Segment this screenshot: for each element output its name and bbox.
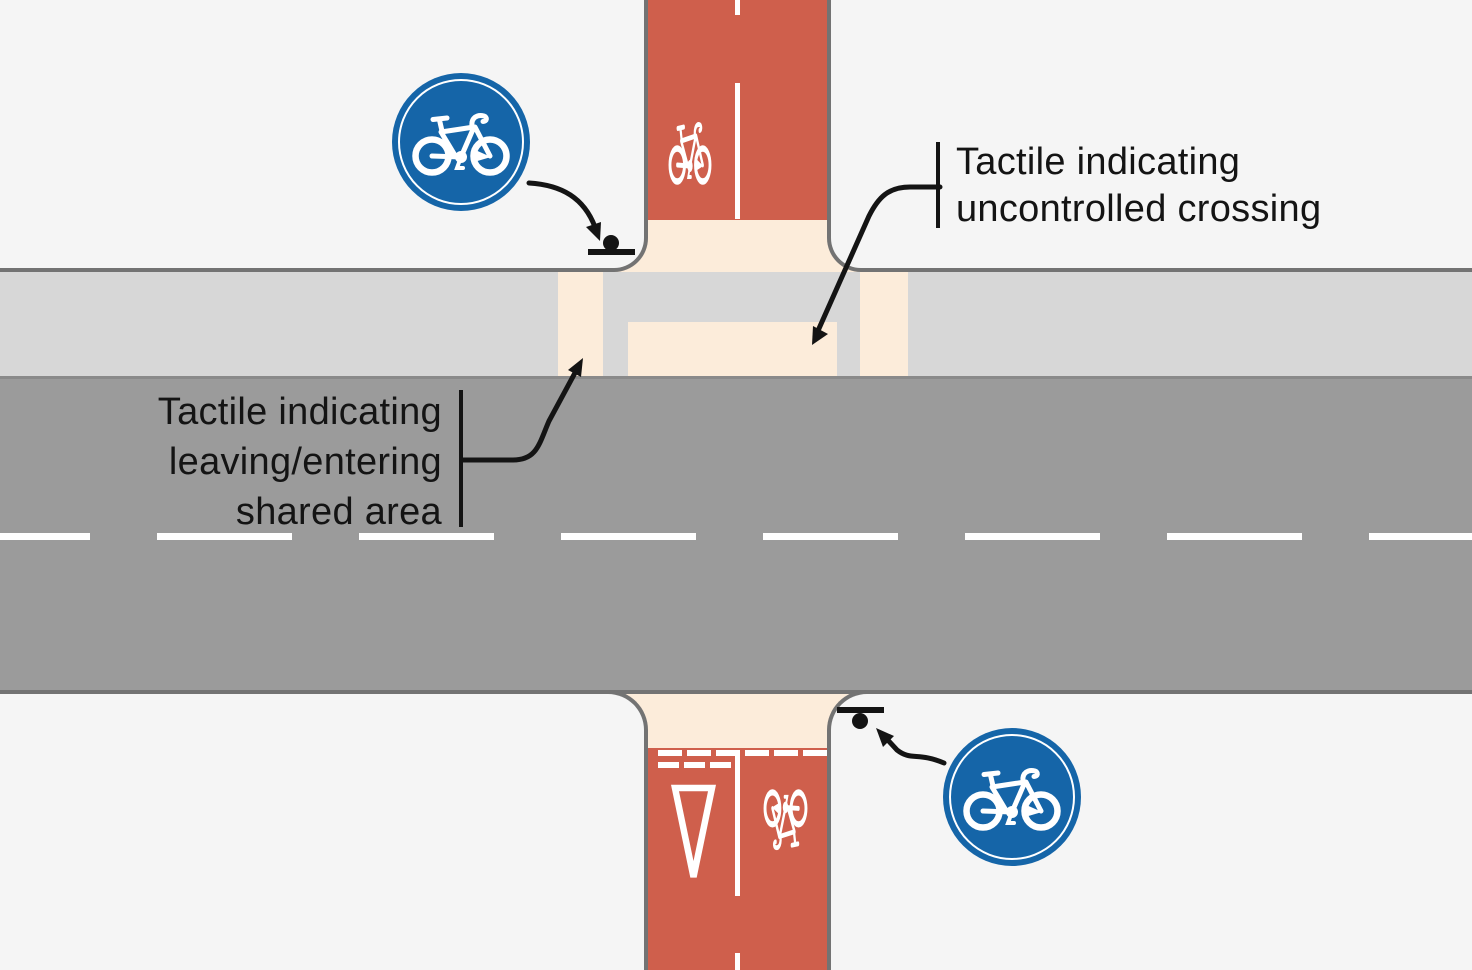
label-line: Tactile indicating bbox=[157, 391, 442, 433]
road-bottom-kerb-line bbox=[0, 690, 1472, 694]
give-way-triangle-icon bbox=[671, 784, 716, 878]
lane-divider-dash bbox=[735, 756, 740, 896]
lane-divider-dash bbox=[735, 0, 740, 15]
lane-divider-dash bbox=[735, 953, 740, 970]
verge-bottom-left bbox=[0, 690, 648, 970]
verge-bottom-right bbox=[827, 690, 1472, 970]
label-uncontrolled-crossing: Tactile indicating uncontrolled crossing bbox=[956, 139, 1321, 233]
cycle-path-bottom bbox=[648, 748, 827, 970]
label-line: Tactile indicating bbox=[956, 141, 1241, 183]
road-center-dashed-line bbox=[0, 533, 1472, 540]
leader-bar bbox=[459, 390, 463, 527]
road-top-edge-line bbox=[0, 376, 1472, 379]
leader-bar bbox=[936, 142, 940, 228]
label-line: shared area bbox=[235, 491, 442, 533]
tactile-strip-left bbox=[558, 272, 603, 378]
cycle-lane-sign-top bbox=[392, 73, 530, 211]
verge-top-left bbox=[0, 0, 648, 272]
tactile-strip-right bbox=[860, 272, 908, 378]
bicycle-marking-rotated-icon bbox=[763, 789, 808, 853]
cycle-lane-sign-bottom bbox=[943, 728, 1081, 866]
tactile-crossing-pad bbox=[628, 322, 837, 378]
lane-divider-dash bbox=[735, 83, 740, 219]
give-way-dashed-line bbox=[658, 750, 827, 756]
cycle-path-top bbox=[648, 0, 827, 220]
bicycle-marking-icon bbox=[668, 119, 712, 185]
give-way-dashed-line bbox=[658, 762, 731, 768]
label-shared-area: Tactile indicating leaving/entering shar… bbox=[38, 387, 442, 537]
label-line: leaving/entering bbox=[168, 441, 442, 483]
label-line: uncontrolled crossing bbox=[956, 188, 1322, 230]
